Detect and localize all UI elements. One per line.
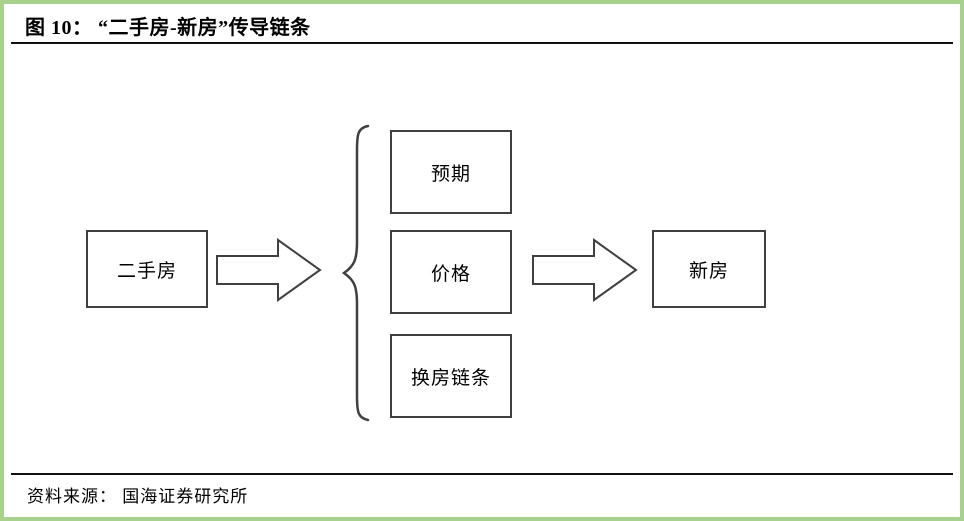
figure-title: 图 10： “二手房-新房”传导链条 bbox=[25, 16, 311, 39]
node-expectation-label: 预期 bbox=[430, 163, 471, 185]
node-price-label: 价格 bbox=[430, 263, 471, 285]
figure-footer: 资料来源： 国海证券研究所 bbox=[11, 473, 953, 517]
node-new-house: 新房 bbox=[652, 230, 766, 308]
node-price: 价格 bbox=[390, 230, 512, 314]
node-housing-swap-chain: 换房链条 bbox=[390, 334, 512, 418]
source-text: 资料来源： 国海证券研究所 bbox=[27, 486, 249, 506]
figure-header: 图 10： “二手房-新房”传导链条 bbox=[11, 4, 953, 44]
node-expectation: 预期 bbox=[390, 130, 512, 214]
diagram-canvas: 二手房 预期 价格 换房链条 新房 bbox=[4, 4, 960, 517]
node-new-house-label: 新房 bbox=[688, 260, 729, 282]
left-curly-brace-icon bbox=[341, 124, 370, 422]
node-secondhand-house-label: 二手房 bbox=[116, 260, 177, 282]
node-housing-swap-chain-label: 换房链条 bbox=[410, 367, 491, 389]
block-arrow-right-icon bbox=[532, 238, 638, 302]
block-arrow-right-icon bbox=[216, 238, 322, 302]
node-secondhand-house: 二手房 bbox=[86, 230, 208, 308]
